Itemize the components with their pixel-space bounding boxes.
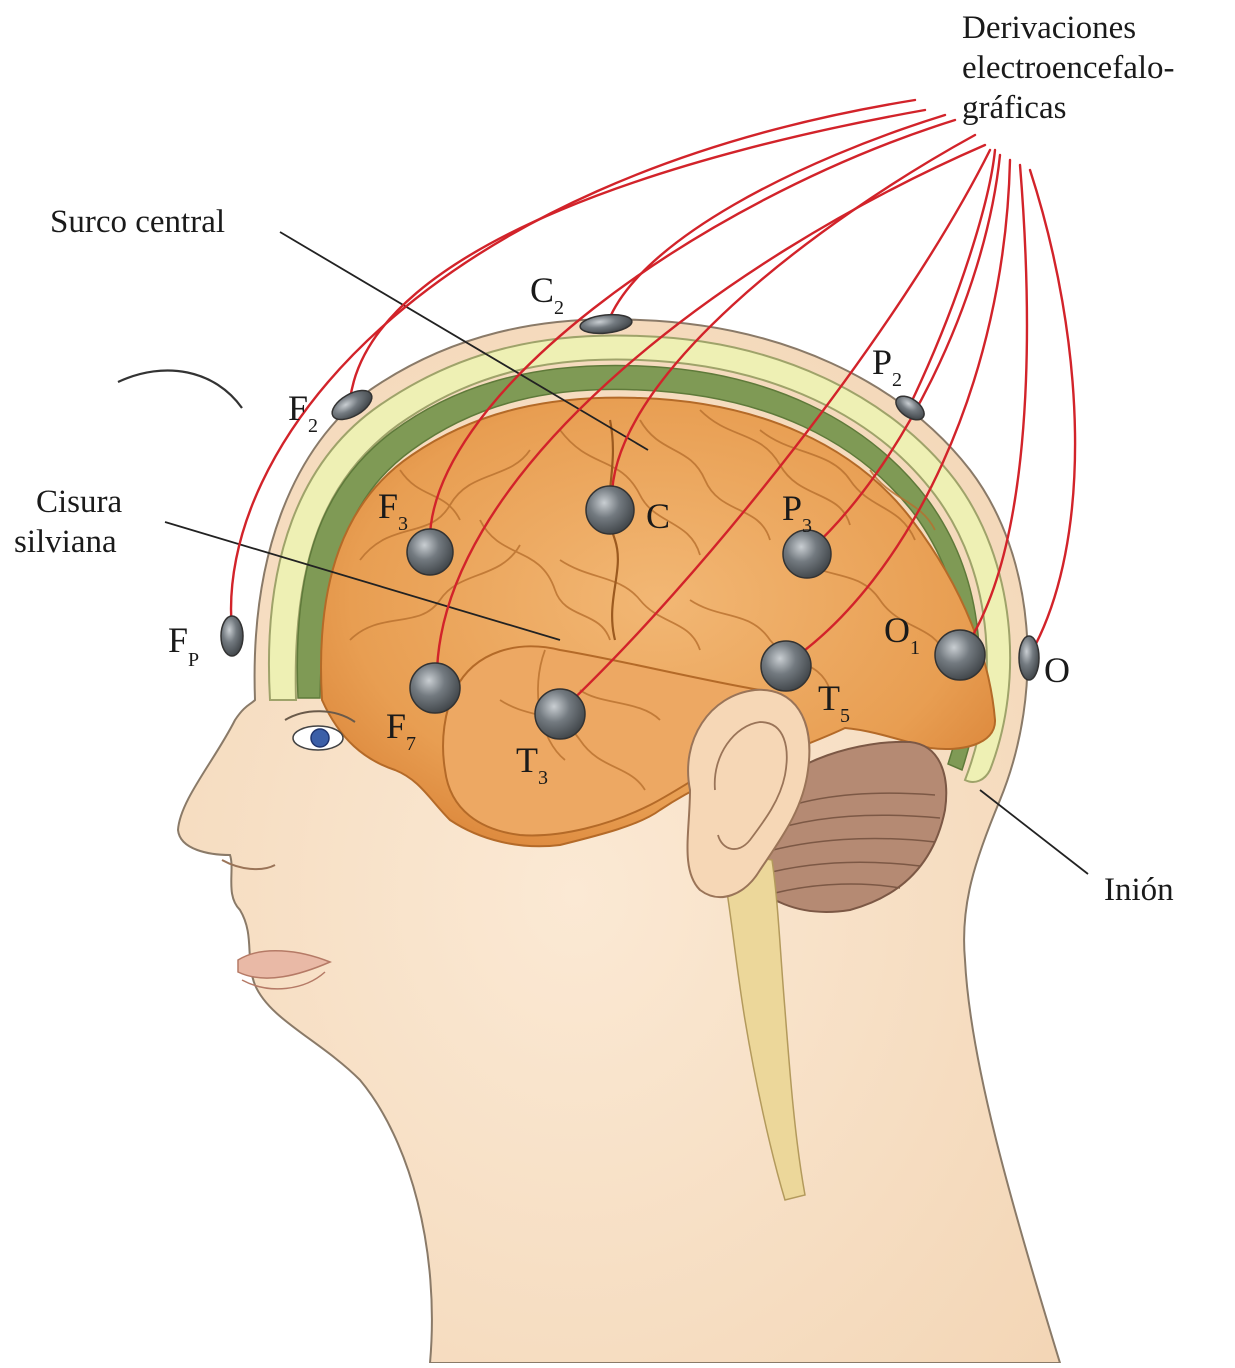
wire-p2 [910,150,995,405]
electrode-t5 [761,641,811,691]
wire-c2 [608,115,945,322]
label-fp: FP [168,620,199,671]
inion-label: Inión [1104,872,1174,908]
inion-leader [980,790,1088,874]
label-p2: P2 [872,342,902,391]
hair-arc [118,370,242,408]
cisura-silviana-line-2: silviana [14,524,117,560]
electrode-f7 [410,663,460,713]
electrode-f3 [407,529,453,575]
electrode-o [1019,636,1039,680]
derivaciones-line-2: electroencefalo- [962,50,1175,86]
electrode-c [586,486,634,534]
electrode-fp [221,616,243,656]
cisura-silviana-line-1: Cisura [36,484,123,520]
derivaciones-line-3: gráficas [962,90,1066,126]
electrode-o1 [935,630,985,680]
electrode-t3 [535,689,585,739]
electrode-p3 [783,530,831,578]
eye-iris-icon [311,729,329,747]
label-o: O [1044,650,1070,690]
wire-o [1030,170,1075,655]
label-c2: C2 [530,270,564,319]
surco-central-label: Surco central [50,204,225,240]
label-c: C [646,496,670,536]
derivaciones-line-1: Derivaciones [962,10,1136,46]
